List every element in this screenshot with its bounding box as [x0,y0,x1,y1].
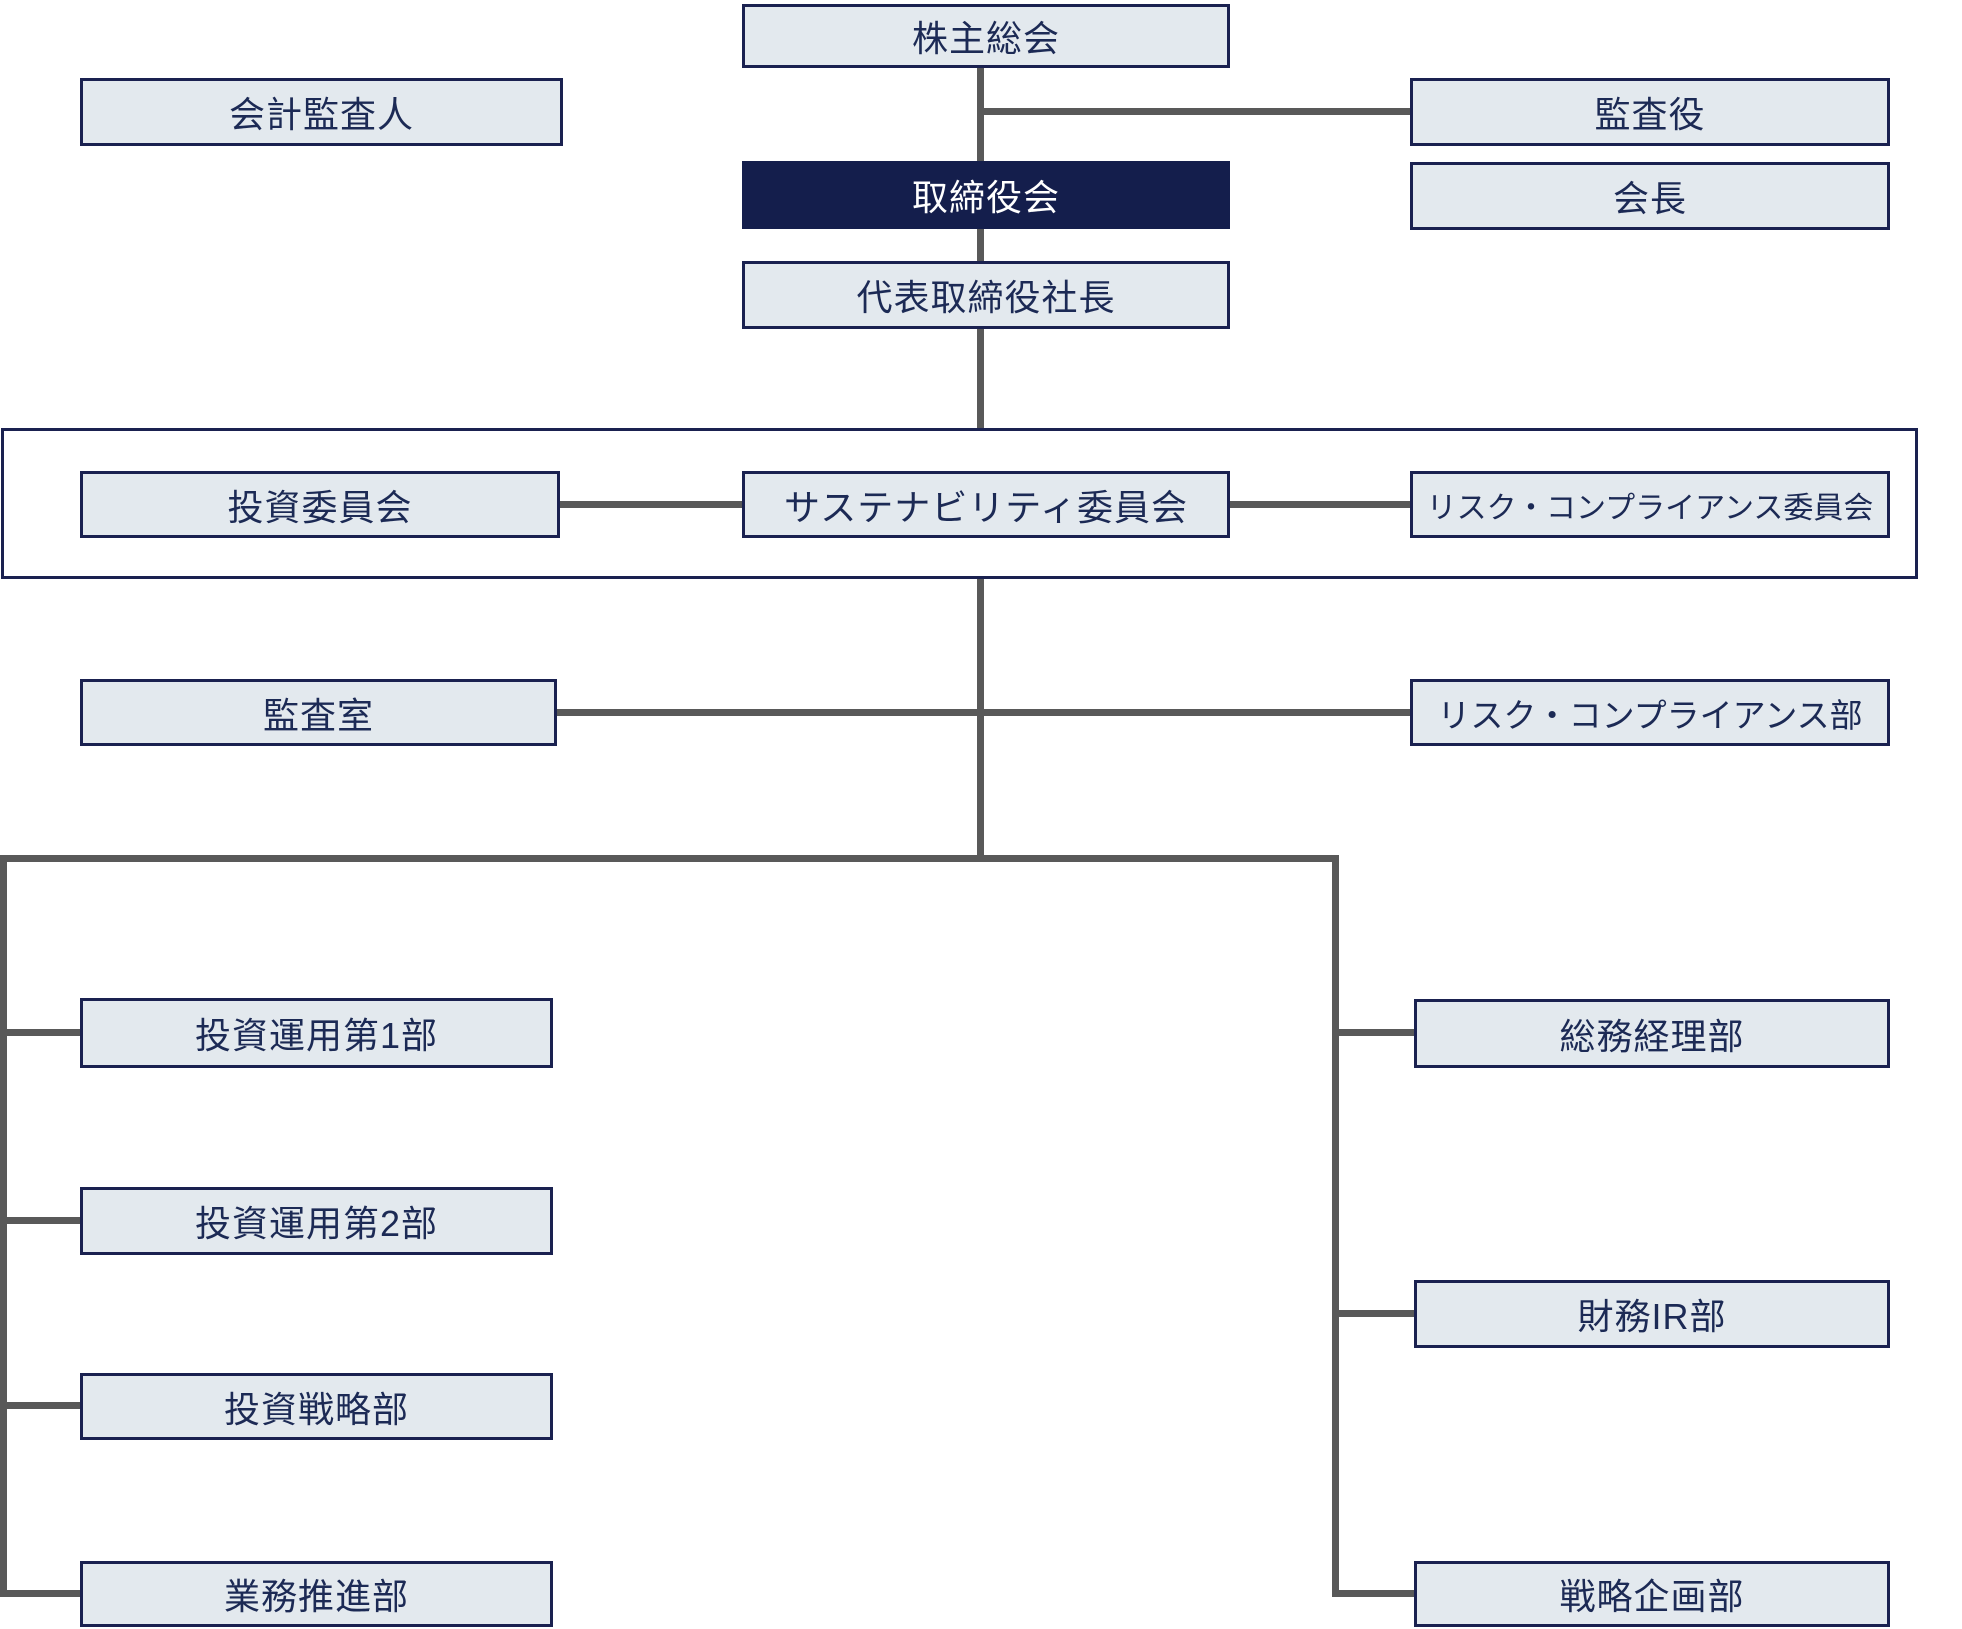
node-shareholders-meeting-label: 株主総会 [911,18,1060,59]
node-audit-officer: 監査役 [1410,78,1890,146]
node-audit-office-label: 監査室 [262,694,374,736]
node-chairman: 会長 [1410,162,1890,230]
node-risk-compliance-dept-label: リスク・コンプライアンス部 [1437,696,1863,734]
left-spine [0,855,7,1597]
node-shareholders-meeting: 株主総会 [742,4,1230,68]
node-risk-compliance-committee: リスク・コンプライアンス委員会 [1410,471,1890,538]
node-risk-compliance-dept: リスク・コンプライアンス部 [1410,679,1890,746]
node-investment-strategy-dept: 投資戦略部 [80,1373,553,1440]
node-risk-compliance-committee-label: リスク・コンプライアンス委員会 [1426,491,1874,525]
node-sustainability-committee: サステナビリティ委員会 [742,471,1230,538]
node-audit-office: 監査室 [80,679,557,746]
node-chairman-label: 会長 [1612,178,1687,219]
connector-investment-to-sustainability [560,501,742,508]
node-sustainability-committee-label: サステナビリティ委員会 [783,486,1189,528]
node-president: 代表取締役社長 [742,261,1230,329]
stub-strategic-planning-dept [1339,1590,1414,1597]
stub-investment-strategy-dept [7,1402,80,1409]
connector-to-audit-officer [980,108,1410,115]
node-investment-committee-label: 投資委員会 [227,486,413,528]
node-investment-mgmt-dept1-label: 投資運用第1部 [194,1015,439,1056]
stub-investment-mgmt-dept1 [7,1029,80,1036]
node-general-affairs-accounting-dept-label: 総務経理部 [1559,1015,1745,1057]
stub-business-promotion-dept [7,1590,80,1597]
node-investment-strategy-dept-label: 投資戦略部 [223,1388,409,1430]
connector-committees-to-departments [977,579,984,862]
node-investment-mgmt-dept2: 投資運用第2部 [80,1187,553,1255]
node-accounting-auditor-label: 会計監査人 [228,94,414,135]
node-strategic-planning-dept-label: 戦略企画部 [1559,1576,1745,1617]
node-business-promotion-dept-label: 業務推進部 [223,1576,409,1617]
connector-audit-office-to-risk-dept [557,709,1410,716]
stub-finance-ir-dept [1339,1310,1414,1317]
connector-president-to-committees [977,329,984,428]
node-finance-ir-dept-label: 財務IR部 [1577,1296,1727,1337]
connector-board-to-president [977,229,984,261]
node-audit-officer-label: 監査役 [1594,94,1706,135]
connector-main-split [0,855,1339,862]
node-board-of-directors: 取締役会 [742,161,1230,229]
stub-general-affairs-accounting-dept [1339,1029,1414,1036]
node-finance-ir-dept: 財務IR部 [1414,1280,1890,1348]
stub-investment-mgmt-dept2 [7,1217,80,1224]
node-investment-mgmt-dept2-label: 投資運用第2部 [194,1203,439,1244]
connector-sustainability-to-risk [1230,501,1410,508]
node-president-label: 代表取締役社長 [856,277,1116,318]
node-investment-mgmt-dept1: 投資運用第1部 [80,998,553,1068]
node-strategic-planning-dept: 戦略企画部 [1414,1561,1890,1627]
node-board-of-directors-label: 取締役会 [911,177,1060,218]
right-spine [1332,855,1339,1597]
node-general-affairs-accounting-dept: 総務経理部 [1414,999,1890,1068]
node-investment-committee: 投資委員会 [80,471,560,538]
node-business-promotion-dept: 業務推進部 [80,1561,553,1627]
node-accounting-auditor: 会計監査人 [80,78,563,146]
